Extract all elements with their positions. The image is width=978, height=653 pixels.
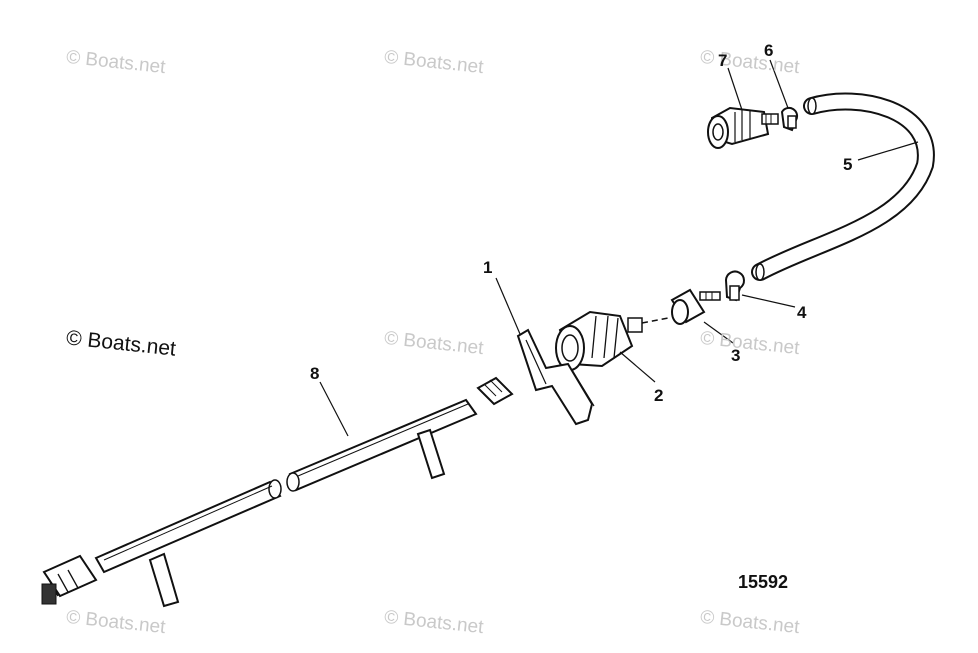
part-4-clamp xyxy=(724,270,745,302)
leader-8 xyxy=(319,381,349,437)
callout-4: 4 xyxy=(797,303,807,322)
drawing-number: 15592 xyxy=(738,572,789,592)
part-8-harness xyxy=(41,376,514,608)
part-3-fitting xyxy=(670,288,721,325)
callout-7: 7 xyxy=(718,51,728,70)
part-7-fitting xyxy=(707,106,779,149)
leader-7 xyxy=(727,67,743,111)
leader-3 xyxy=(703,321,734,344)
callout-2: 2 xyxy=(654,386,664,405)
part-1-bracket xyxy=(516,328,595,426)
callout-5: 5 xyxy=(843,155,853,174)
callout-8: 8 xyxy=(310,364,320,383)
callout-1: 1 xyxy=(483,258,493,277)
leader-5 xyxy=(857,141,919,161)
leader-6 xyxy=(769,59,789,109)
axis-line xyxy=(641,317,669,324)
callout-6: 6 xyxy=(764,41,774,60)
part-5-hose xyxy=(751,92,935,281)
leader-4 xyxy=(741,294,796,308)
part-2-sensor xyxy=(555,310,643,371)
leader-1 xyxy=(495,277,521,335)
part-6-clamp xyxy=(780,106,799,132)
leader-2 xyxy=(619,351,656,383)
callout-3: 3 xyxy=(731,346,741,365)
leader-lines xyxy=(319,59,919,437)
